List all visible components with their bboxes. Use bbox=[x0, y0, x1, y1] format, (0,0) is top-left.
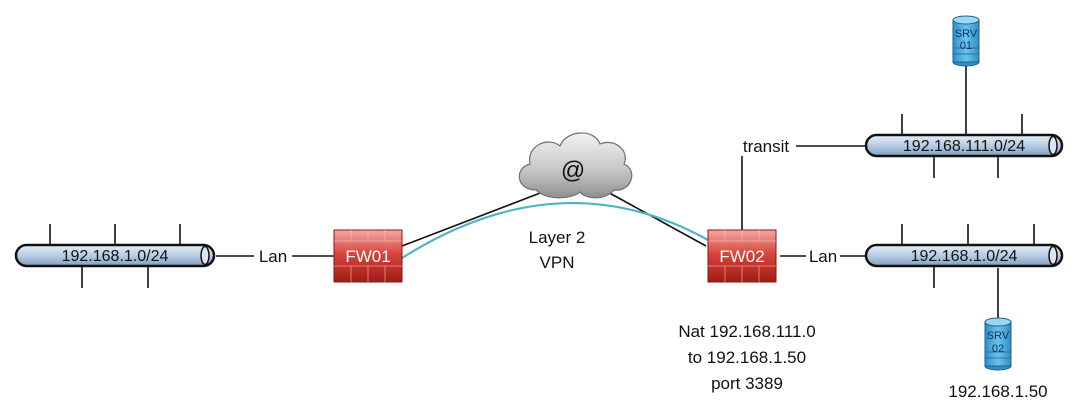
server-srv02-icon: SRV 02 bbox=[984, 317, 1012, 371]
transit-subnet: 192.168.111.0/24 bbox=[903, 138, 1025, 155]
right-lan-bus: 192.168.1.0/24 bbox=[864, 224, 1064, 288]
left-lan-subnet: 192.168.1.0/24 bbox=[62, 248, 169, 265]
nat-note: Nat 192.168.111.0 to 192.168.1.50 port 3… bbox=[662, 319, 832, 397]
transit-bus: 192.168.111.0/24 bbox=[864, 114, 1064, 178]
firewall-fw01: FW01 bbox=[333, 229, 403, 283]
internet-cloud-icon: @ bbox=[518, 132, 633, 199]
connections bbox=[216, 66, 999, 318]
vpn-label-line1: Layer 2 bbox=[529, 228, 586, 247]
nat-note-line2: to 192.168.1.50 bbox=[687, 348, 807, 367]
transit-label: transit bbox=[743, 137, 790, 156]
server-srv01-icon: SRV 01 bbox=[952, 15, 980, 67]
firewall-fw02: FW02 bbox=[707, 229, 777, 283]
fw02-label: FW02 bbox=[719, 247, 764, 266]
vpn-label-line2: VPN bbox=[540, 253, 575, 272]
nat-note-line3: port 3389 bbox=[711, 374, 783, 393]
right-lan-label: Lan bbox=[809, 247, 837, 266]
srv01-label-line1: SRV bbox=[955, 28, 978, 40]
srv02-label-line1: SRV bbox=[987, 330, 1010, 342]
right-lan-subnet: 192.168.1.0/24 bbox=[911, 248, 1018, 265]
nat-note-line1: Nat 192.168.111.0 bbox=[678, 322, 816, 341]
internet-symbol: @ bbox=[561, 157, 585, 184]
srv02-label-line2: 02 bbox=[992, 343, 1004, 355]
left-lan-bus: 192.168.1.0/24 bbox=[14, 224, 216, 288]
fw02-cloud-link bbox=[603, 189, 707, 247]
vpn-tunnel-arc bbox=[401, 202, 709, 259]
srv01-label-line2: 01 bbox=[960, 40, 972, 52]
left-lan-label: Lan bbox=[259, 247, 287, 266]
fw01-label: FW01 bbox=[345, 247, 390, 266]
fw01-cloud-link bbox=[401, 189, 549, 247]
srv02-ip: 192.168.1.50 bbox=[948, 382, 1047, 401]
